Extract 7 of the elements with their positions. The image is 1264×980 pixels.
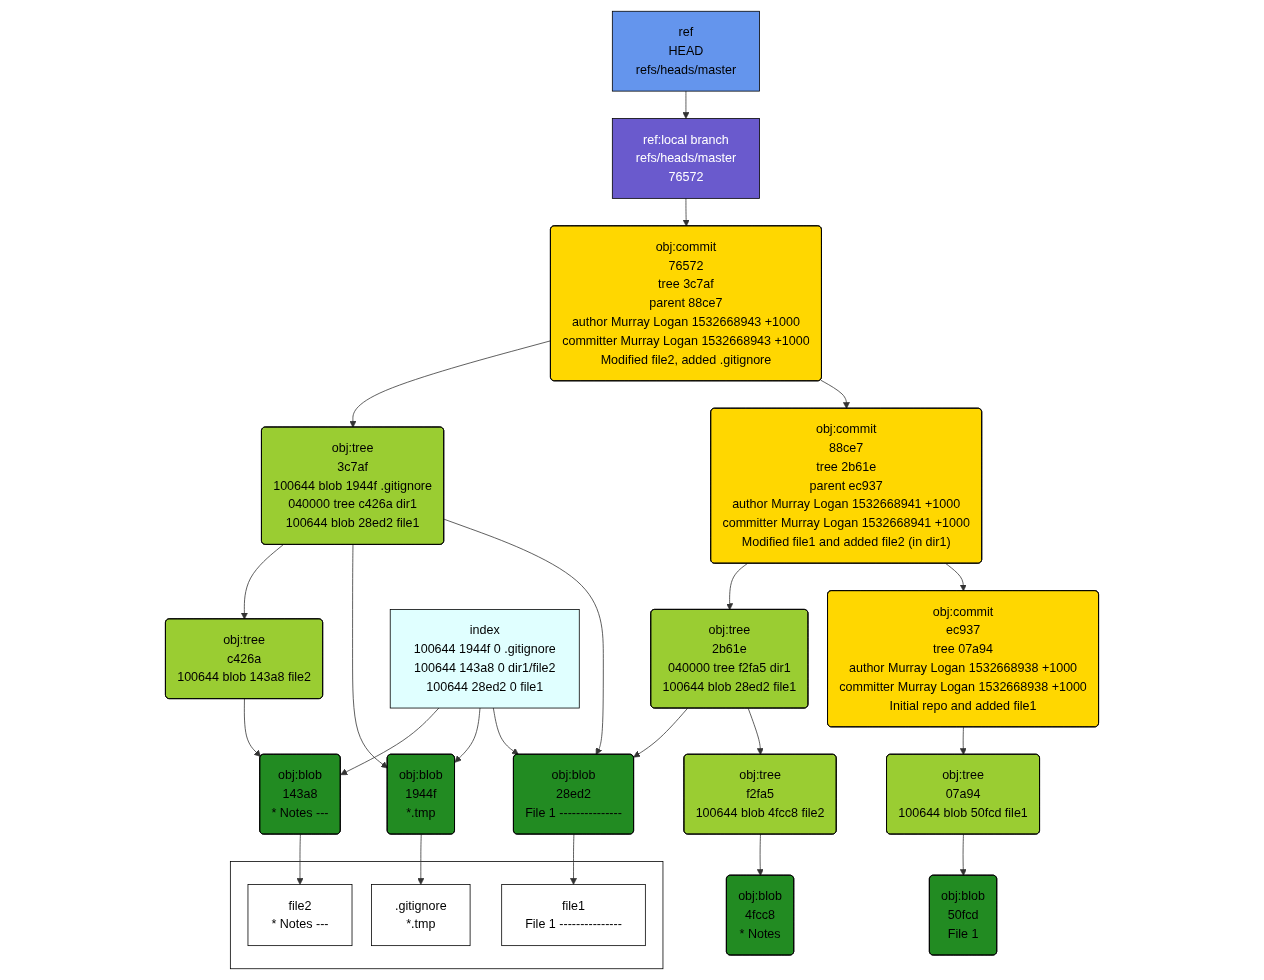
node-box: .gitignore *.tmp [371,884,471,947]
node-box: ref:local branch refs/heads/master 76572 [611,118,760,199]
node-box: ref HEAD refs/heads/master [611,10,760,92]
node-box: file2 * Notes --- [247,884,353,947]
node-box: index 100644 1944f 0 .gitignore 100644 143a8 0 dir1/file2 100644 28ed2 0 file1 [389,609,580,709]
cluster [229,861,664,970]
node-box: file1 File 1 --------------- [501,884,646,947]
